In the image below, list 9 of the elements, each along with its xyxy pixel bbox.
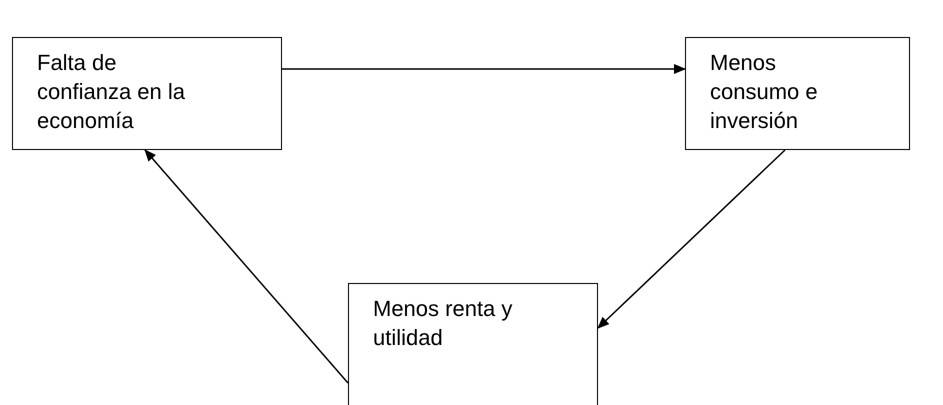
arrow: [597, 149, 786, 329]
arrow: [144, 149, 349, 384]
process-box: [348, 283, 598, 405]
process-box: [12, 37, 282, 150]
box-label: Menos renta y utilidad: [373, 295, 514, 352]
box-label: Menos consumo e inversión: [710, 49, 819, 135]
box-label: Falta de confianza en la economía: [37, 49, 186, 135]
process-box: [685, 37, 910, 150]
arrow: [282, 64, 686, 74]
